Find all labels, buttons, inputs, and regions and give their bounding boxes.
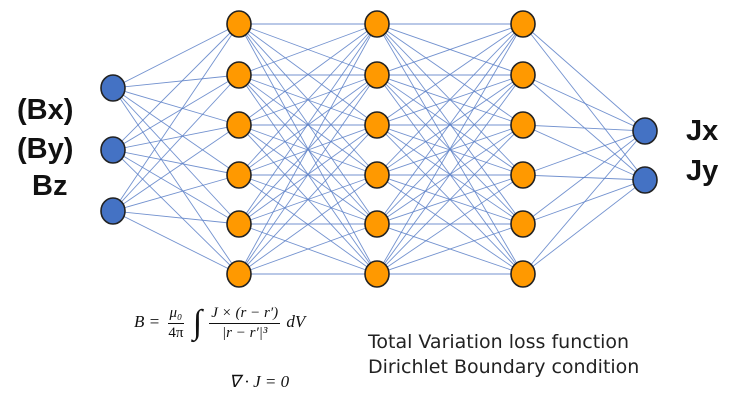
network-edges [112, 23, 646, 275]
edge-l2-5-2 [376, 124, 524, 275]
hidden3-node-5 [510, 260, 536, 288]
hidden3-node-3 [510, 161, 536, 189]
edge-l1-3-0 [238, 23, 378, 176]
output-label-jy: Jy [686, 155, 719, 187]
edge-l0-0-0 [112, 23, 240, 89]
edge-l3-3-0 [522, 130, 646, 176]
hidden1-node-4 [226, 210, 252, 238]
input-label-by: (By) [17, 133, 74, 165]
edge-l2-3-0 [376, 23, 524, 176]
edge-l1-3-1 [238, 74, 378, 176]
input-label-bz: Bz [32, 170, 68, 202]
edge-l0-1-1 [112, 74, 240, 151]
edge-l3-2-0 [522, 124, 646, 132]
input-node-0 [100, 74, 126, 102]
output-node-0 [632, 117, 658, 145]
hidden3-node-0 [510, 10, 536, 38]
hidden1-node-0 [226, 10, 252, 38]
edge-l0-1-3 [112, 149, 240, 176]
edge-l3-2-1 [522, 124, 646, 181]
edge-l0-0-4 [112, 87, 240, 225]
edge-l3-1-1 [522, 74, 646, 181]
edge-l1-5-0 [238, 23, 378, 275]
edge-l3-5-0 [522, 130, 646, 275]
edge-l0-1-0 [112, 23, 240, 151]
boundary-condition-note: Dirichlet Boundary condition [368, 356, 640, 378]
edge-l0-2-4 [112, 210, 240, 225]
edge-l1-5-4 [238, 223, 378, 275]
hidden2-node-3 [364, 161, 390, 189]
edge-l0-2-2 [112, 124, 240, 212]
volume-element: dV [286, 311, 306, 331]
hidden1-node-1 [226, 61, 252, 89]
edge-l0-2-3 [112, 174, 240, 212]
edge-l0-2-1 [112, 74, 240, 212]
hidden1-node-3 [226, 161, 252, 189]
mu-fraction: μ₀ 4π [166, 305, 185, 342]
edge-l3-5-1 [522, 179, 646, 275]
hidden3-node-2 [510, 111, 536, 139]
edge-l2-4-0 [376, 23, 524, 225]
output-label-jx: Jx [686, 115, 719, 147]
edge-l2-1-0 [376, 23, 524, 76]
hidden2-node-1 [364, 61, 390, 89]
output-node-1 [632, 166, 658, 194]
edge-l2-5-4 [376, 223, 524, 275]
edge-l1-4-0 [238, 23, 378, 225]
edge-l2-5-0 [376, 23, 524, 275]
hidden2-node-0 [364, 10, 390, 38]
biot-lhs: B = [134, 311, 161, 331]
edge-l3-0-0 [522, 23, 646, 132]
edge-l3-4-0 [522, 130, 646, 225]
edge-l0-1-5 [112, 149, 240, 275]
hidden2-node-4 [364, 210, 390, 238]
edge-l1-5-3 [238, 174, 378, 275]
integral-sign: ∫ [192, 304, 203, 341]
edge-l1-5-1 [238, 74, 378, 275]
hidden1-node-2 [226, 111, 252, 139]
edge-l2-2-0 [376, 23, 524, 126]
biot-savart-equation: B = μ₀ 4π ∫ J × (r − r′) |r − r′|³ dV [134, 304, 305, 342]
edge-l2-5-3 [376, 174, 524, 275]
integrand-numerator: J × (r − r′) [209, 305, 281, 324]
edge-l1-2-0 [238, 23, 378, 126]
hidden3-node-1 [510, 61, 536, 89]
edge-l0-1-2 [112, 124, 240, 151]
edge-l0-2-5 [112, 210, 240, 275]
divergence-equation: ∇ · J = 0 [229, 372, 290, 391]
edge-l0-0-1 [112, 74, 240, 89]
hidden3-node-4 [510, 210, 536, 238]
integrand-denominator: |r − r′|³ [222, 324, 268, 341]
hidden2-node-5 [364, 260, 390, 288]
input-node-2 [100, 197, 126, 225]
integrand-fraction: J × (r − r′) |r − r′|³ [209, 305, 281, 342]
edge-l3-1-0 [522, 74, 646, 132]
loss-function-note: Total Variation loss function [368, 331, 630, 353]
edge-l0-2-0 [112, 23, 240, 212]
edge-l0-1-4 [112, 149, 240, 225]
edge-l2-5-1 [376, 74, 524, 275]
edge-l1-1-0 [238, 23, 378, 76]
input-node-1 [100, 136, 126, 164]
input-label-bx: (Bx) [17, 94, 74, 126]
hidden1-node-5 [226, 260, 252, 288]
mu-numerator: μ₀ [167, 305, 185, 324]
edge-l2-3-1 [376, 74, 524, 176]
edge-l0-0-2 [112, 87, 240, 126]
edge-l0-0-5 [112, 87, 240, 275]
edge-l3-0-1 [522, 23, 646, 181]
edge-l1-5-2 [238, 124, 378, 275]
mu-denominator: 4π [168, 324, 184, 341]
network-nodes [100, 10, 658, 288]
edge-l0-0-3 [112, 87, 240, 176]
hidden2-node-2 [364, 111, 390, 139]
